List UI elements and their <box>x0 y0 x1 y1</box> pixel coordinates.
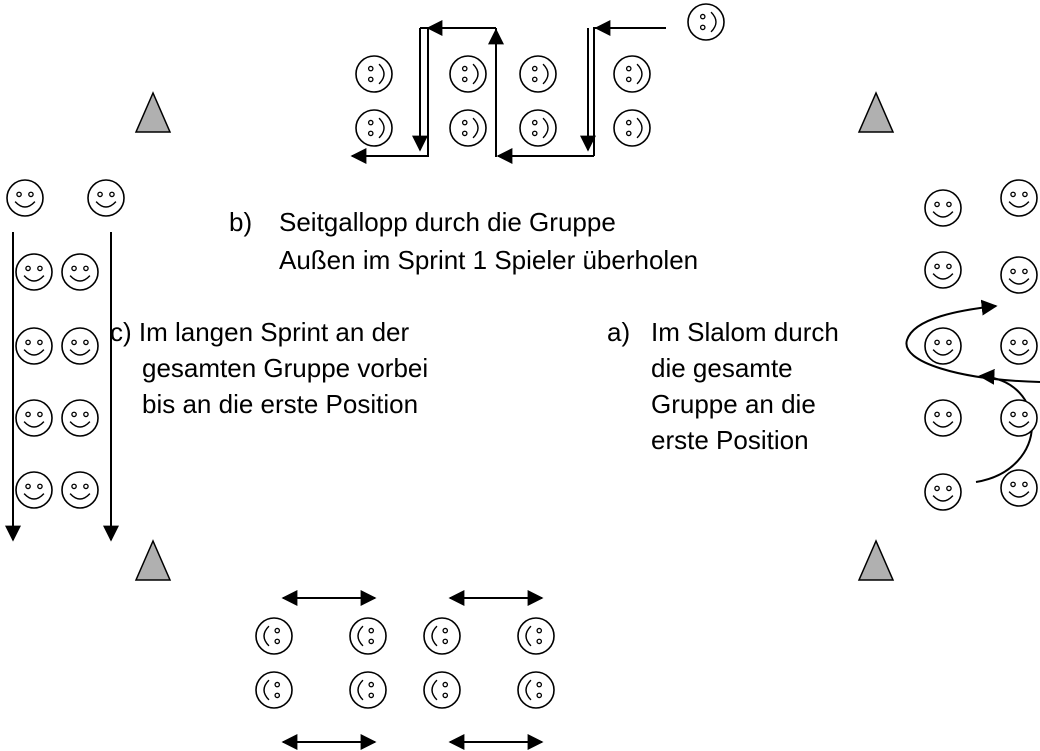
side-face-right <box>687 3 725 41</box>
smiley-face <box>924 189 962 227</box>
player-faces <box>6 3 1038 709</box>
label-b-marker: b) <box>229 207 253 237</box>
label-a-line2: die gesamte <box>651 353 793 383</box>
smiley-face <box>61 471 99 509</box>
label-c-line2: gesamten Gruppe vorbei <box>142 353 429 383</box>
side-face-left <box>255 617 293 655</box>
side-face-right <box>519 109 557 147</box>
side-face-left <box>255 671 293 709</box>
smiley-face <box>924 399 962 437</box>
smiley-face <box>1000 327 1038 365</box>
side-face-left <box>349 617 387 655</box>
cone-bottom-left <box>134 539 172 581</box>
label-a-line3: Gruppe an die <box>651 389 816 419</box>
label-c-line1: c) Im langen Sprint an der <box>110 317 410 347</box>
side-face-right <box>449 109 487 147</box>
smiley-face <box>15 471 53 509</box>
side-face-left <box>423 617 461 655</box>
side-face-left <box>423 671 461 709</box>
label-a-line4: erste Position <box>651 425 809 455</box>
side-face-left <box>517 617 555 655</box>
side-face-right <box>355 55 393 93</box>
smiley-face <box>1000 256 1038 294</box>
smiley-face <box>61 399 99 437</box>
label-b-line1: Seitgallopp durch die Gruppe <box>279 207 616 237</box>
cone-top-left <box>134 91 172 133</box>
smiley-face <box>87 179 125 217</box>
side-face-right <box>613 55 651 93</box>
cone-top-right <box>857 91 895 133</box>
smiley-face <box>61 253 99 291</box>
smiley-face <box>1000 469 1038 507</box>
smiley-face <box>15 327 53 365</box>
smiley-face <box>1000 399 1038 437</box>
label-b-line2: Außen im Sprint 1 Spieler überholen <box>279 245 699 275</box>
smiley-face <box>6 179 44 217</box>
side-face-right <box>355 109 393 147</box>
cone-bottom-right <box>857 539 895 581</box>
smiley-face <box>15 399 53 437</box>
label-a-line1: Im Slalom durch <box>651 317 839 347</box>
smiley-face <box>924 473 962 511</box>
smiley-face <box>924 251 962 289</box>
smiley-face <box>1000 179 1038 217</box>
arrows-bottom-group <box>281 590 544 750</box>
label-c-line3: bis an die erste Position <box>142 389 419 419</box>
side-face-right <box>449 55 487 93</box>
arrows-group-b <box>350 20 666 164</box>
arrows-group-c <box>5 232 119 542</box>
side-face-right <box>519 55 557 93</box>
smiley-face <box>61 327 99 365</box>
label-a-marker: a) <box>607 317 631 347</box>
side-face-left <box>517 671 555 709</box>
smiley-face <box>924 327 962 365</box>
side-face-right <box>613 109 651 147</box>
side-face-left <box>349 671 387 709</box>
smiley-face <box>15 253 53 291</box>
